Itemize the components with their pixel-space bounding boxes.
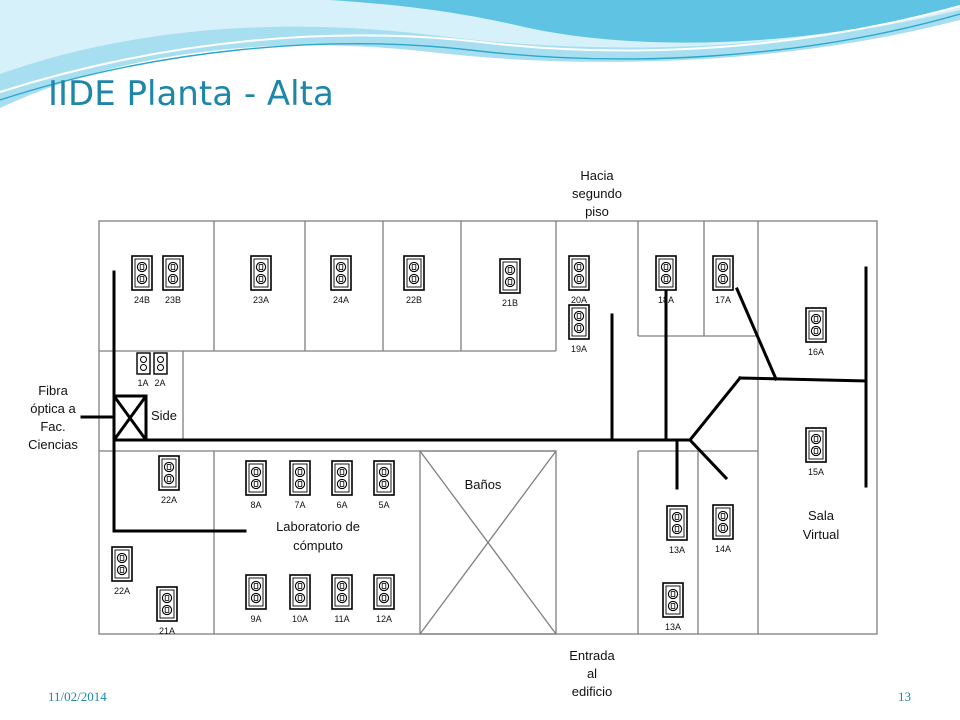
- page-number: 13: [898, 689, 911, 704]
- duplex-outlet-icon: [162, 255, 184, 291]
- duplex-outlet-icon: [156, 586, 178, 622]
- outlet-label: 5A: [378, 500, 389, 510]
- outlet-label: 22B: [406, 295, 422, 305]
- duplex-outlet-icon: [712, 504, 734, 540]
- outlet-label: 1A: [137, 378, 148, 388]
- duplex-outlet-icon: [568, 304, 590, 340]
- entrance-label-line: edificio: [572, 684, 612, 699]
- lab-label-line: cómputo: [293, 538, 343, 553]
- duplex-outlet-icon: [373, 574, 395, 610]
- outlet-label: 21A: [159, 626, 175, 636]
- outlet-label: 24A: [333, 295, 349, 305]
- building-walls: [98, 220, 878, 635]
- duplex-outlet-icon: [131, 255, 153, 291]
- stairs-label-line: Hacia: [580, 168, 614, 183]
- fiber-label-line: Fibra: [38, 383, 68, 398]
- outlet-label: 21B: [502, 298, 518, 308]
- outlet-label: 20A: [571, 295, 587, 305]
- side-label: Side: [151, 408, 177, 423]
- outlet-label: 24B: [134, 295, 150, 305]
- outlet-label: 8A: [250, 500, 261, 510]
- outlet-label: 13A: [669, 545, 685, 555]
- bathroom-x-icon: [419, 450, 557, 635]
- outlet-label: 23A: [253, 295, 269, 305]
- outlet-label: 9A: [250, 614, 261, 624]
- outlet-label: 12A: [376, 614, 392, 624]
- network-cable-lines: [80, 266, 868, 533]
- small-outlet-icon: [153, 352, 168, 375]
- outlet-label: 13A: [665, 622, 681, 632]
- duplex-outlet-icon: [289, 574, 311, 610]
- duplex-outlet-icon: [331, 460, 353, 496]
- outlet-label: 15A: [808, 467, 824, 477]
- stairs-label-line: segundo: [572, 186, 622, 201]
- outlet-label: 11A: [334, 614, 349, 624]
- duplex-outlet-icon: [805, 427, 827, 463]
- outlet-label: 22A: [161, 495, 177, 505]
- duplex-outlet-icon: [158, 455, 180, 491]
- outlet-labels: 24B 23B 23A 24A 22B 21B 20A 19A 18A 17A …: [114, 295, 824, 636]
- outlet-label: 2A: [154, 378, 165, 388]
- stairs-label-line: piso: [585, 204, 609, 219]
- outlet-label: 16A: [808, 347, 824, 357]
- fiber-label-line: Ciencias: [28, 437, 78, 452]
- duplex-outlet-icon: [330, 255, 352, 291]
- sala-label-line: Virtual: [803, 527, 840, 542]
- duplex-outlet-icon: [666, 505, 688, 541]
- duplex-outlet-icon: [373, 460, 395, 496]
- outlet-label: 19A: [571, 344, 587, 354]
- lab-label-line: Laboratorio de: [276, 519, 360, 534]
- outlet-label: 7A: [294, 500, 305, 510]
- outlet-label: 14A: [715, 544, 731, 554]
- outlet-label: 10A: [292, 614, 308, 624]
- outlet-label: 22A: [114, 586, 130, 596]
- outlet-label: 6A: [336, 500, 347, 510]
- entrance-label-line: al: [587, 666, 597, 681]
- duplex-outlet-icon: [289, 460, 311, 496]
- duplex-outlet-icon: [403, 255, 425, 291]
- duplex-outlet-icon: [662, 582, 684, 618]
- fiber-label-line: Fac.: [40, 419, 65, 434]
- duplex-outlet-icon: [245, 574, 267, 610]
- slide-title: IIDE Planta - Alta: [48, 74, 334, 114]
- duplex-outlet-icon: [568, 255, 590, 291]
- banos-label: Baños: [465, 477, 502, 492]
- fiber-label-line: óptica a: [30, 401, 76, 416]
- duplex-outlet-icon: [331, 574, 353, 610]
- duplex-outlet-icon: [250, 255, 272, 291]
- small-outlet-icon: [136, 352, 151, 375]
- outlet-label: 23B: [165, 295, 181, 305]
- duplex-outlet-icon: [805, 307, 827, 343]
- entrance-label-line: Entrada: [569, 648, 615, 663]
- outlet-label: 18A: [658, 295, 674, 305]
- outlet-label: 17A: [715, 295, 731, 305]
- duplex-outlet-icon: [655, 255, 677, 291]
- duplex-outlet-icon: [245, 460, 267, 496]
- duplex-outlet-icon: [712, 255, 734, 291]
- duplex-outlet-icon: [499, 258, 521, 294]
- sala-label-line: Sala: [808, 508, 835, 523]
- area-labels: Hacia segundo piso Entrada al edificio F…: [28, 168, 839, 699]
- rack-x-icon: [112, 394, 148, 442]
- duplex-outlet-icon: [111, 546, 133, 582]
- footer-date: 11/02/2014: [48, 689, 107, 704]
- header-wave-banner: [0, 0, 960, 108]
